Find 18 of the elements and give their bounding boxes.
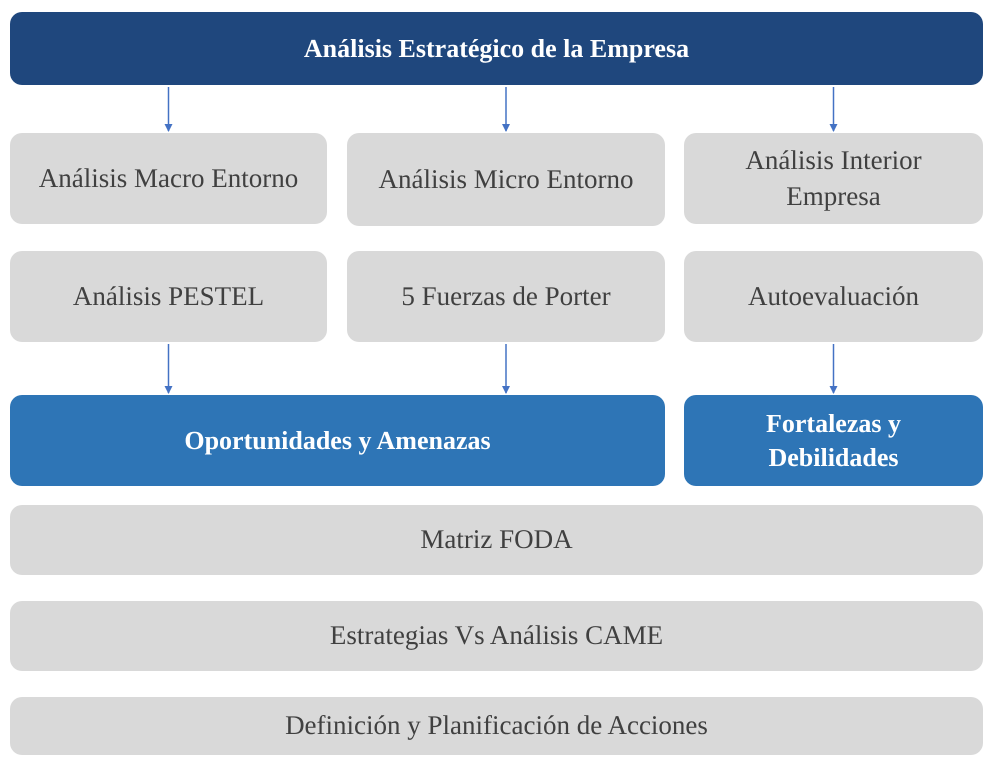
arrow: [502, 87, 510, 132]
process-box: Análisis Macro Entorno: [10, 133, 327, 224]
arrow: [830, 344, 838, 394]
arrow: [502, 344, 510, 394]
arrow: [830, 87, 838, 132]
arrow: [164, 87, 172, 132]
process-box: Análisis PESTEL: [10, 251, 327, 342]
process-box: Análisis Interior Empresa: [684, 133, 983, 224]
process-box: Autoevaluación: [684, 251, 983, 342]
header-bar: Análisis Estratégico de la Empresa: [10, 12, 983, 85]
arrow: [164, 344, 172, 394]
result-box: Oportunidades y Amenazas: [10, 395, 665, 486]
process-box: Estrategias Vs Análisis CAME: [10, 601, 983, 671]
process-box: 5 Fuerzas de Porter: [347, 251, 665, 342]
process-box: Matriz FODA: [10, 505, 983, 575]
process-box: Definición y Planificación de Acciones: [10, 697, 983, 755]
result-box: Fortalezas y Debilidades: [684, 395, 983, 486]
process-box: Análisis Micro Entorno: [347, 133, 665, 226]
